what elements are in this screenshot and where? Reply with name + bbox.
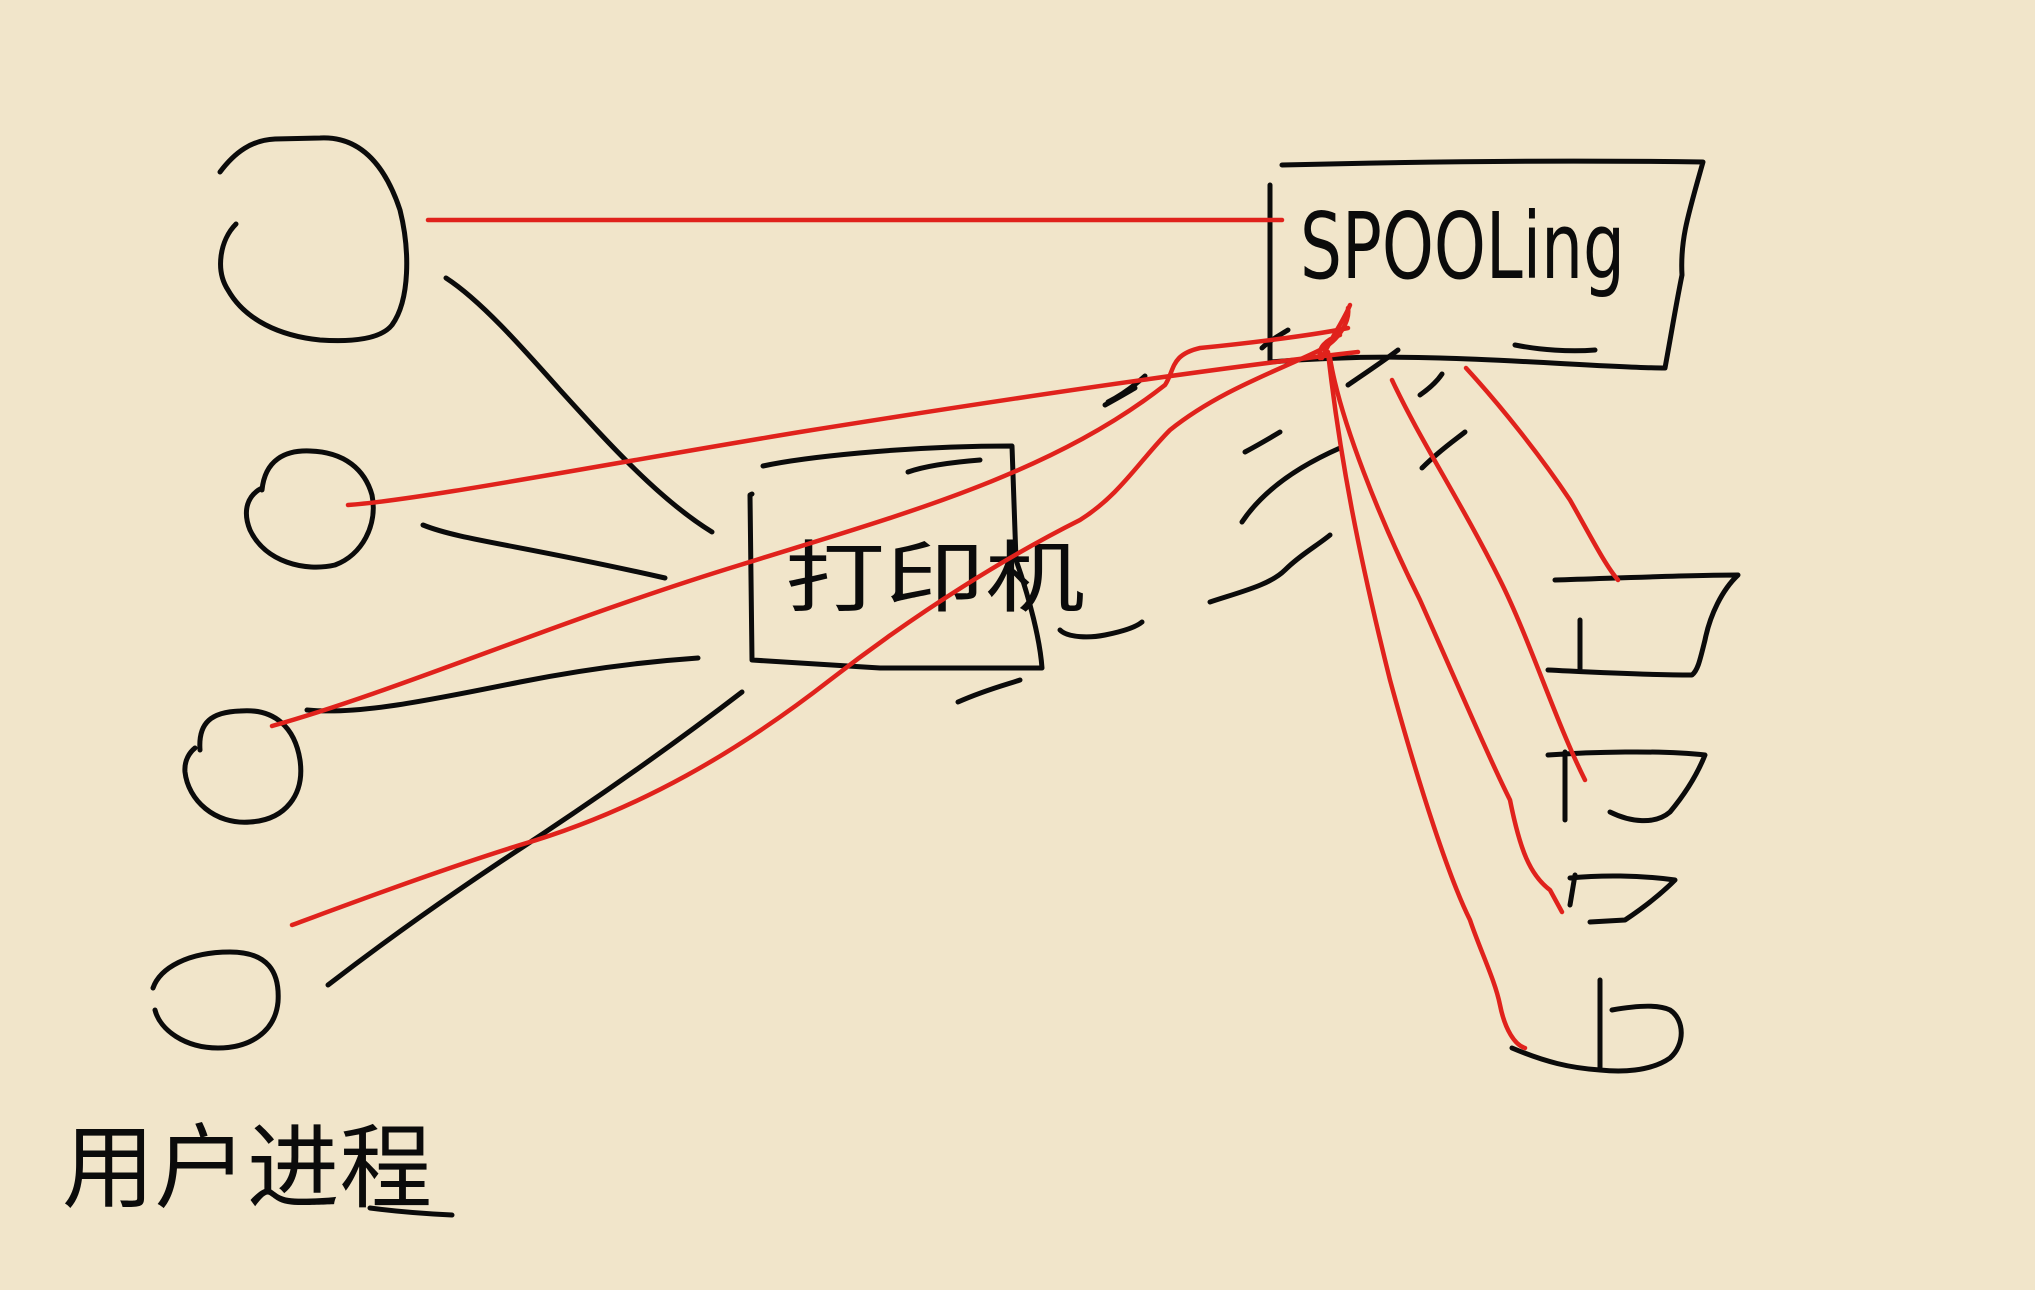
output-device-1 bbox=[1545, 572, 1741, 678]
dash-4 bbox=[1207, 532, 1333, 605]
process-circle-1 bbox=[217, 135, 410, 344]
direct-links bbox=[304, 275, 745, 988]
dash-9 bbox=[1102, 385, 1138, 408]
process-circle-3 bbox=[182, 708, 304, 825]
direct-link-1 bbox=[443, 275, 715, 535]
connection-process-2 bbox=[345, 349, 1361, 508]
user-process-caption: 用户进程 bbox=[62, 1115, 455, 1222]
dash-2 bbox=[1242, 429, 1283, 455]
dash-7 bbox=[1419, 429, 1468, 471]
process-circle-2 bbox=[244, 448, 376, 570]
printer-tail-stroke bbox=[1057, 619, 1145, 640]
spooling-underline bbox=[1512, 342, 1598, 354]
spooling-box-outline bbox=[1267, 158, 1706, 371]
connection-output-4 bbox=[1325, 349, 1528, 1051]
connection-process-3 bbox=[269, 325, 1351, 729]
dashed-strokes bbox=[1102, 327, 1468, 605]
direct-link-4 bbox=[325, 689, 745, 988]
direct-link-3 bbox=[304, 655, 701, 714]
user-process-underline bbox=[367, 1205, 455, 1218]
connection-output-1 bbox=[1463, 365, 1621, 583]
dash-6 bbox=[1417, 371, 1445, 398]
spooling-system: SPOOLing bbox=[1267, 158, 1706, 371]
user-process-label: 用户进程 bbox=[62, 1115, 432, 1222]
output-device-3 bbox=[1567, 872, 1678, 925]
spooling-label: SPOOLing bbox=[1300, 193, 1625, 300]
dash-5 bbox=[1345, 347, 1401, 388]
printer-box-outline bbox=[747, 443, 1045, 671]
user-process-circles bbox=[150, 135, 410, 1051]
dash-3 bbox=[1239, 445, 1343, 525]
output-devices bbox=[1509, 572, 1741, 1074]
process-circle-4 bbox=[150, 949, 281, 1051]
printer-bottom-stroke bbox=[955, 677, 1023, 705]
printer-label: 打印机 bbox=[785, 534, 1085, 624]
connection-process-4 bbox=[289, 305, 1351, 928]
spooling-connections bbox=[269, 217, 1361, 928]
output-device-2 bbox=[1545, 749, 1708, 824]
connection-output-3 bbox=[1327, 355, 1565, 915]
printer-device: 打印机 bbox=[747, 443, 1145, 705]
output-device-4 bbox=[1509, 977, 1684, 1074]
connection-output-2 bbox=[1389, 377, 1588, 783]
output-connections bbox=[1325, 349, 1621, 1051]
printer-top-line bbox=[905, 457, 983, 475]
spooling-cross-mark bbox=[1317, 302, 1353, 361]
direct-link-2 bbox=[420, 522, 668, 581]
